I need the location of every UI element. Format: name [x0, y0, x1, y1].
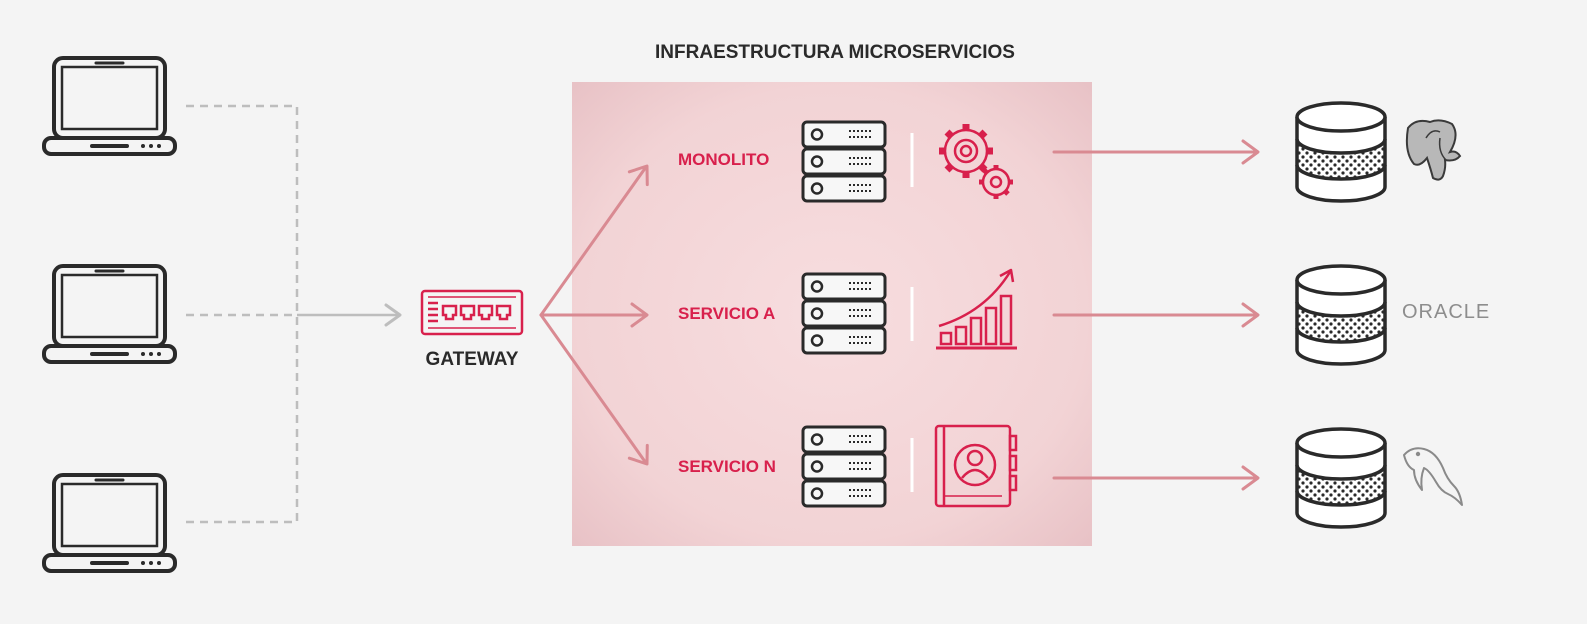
service-label-servicio-a: SERVICIO A [678, 304, 776, 323]
laptop-icon [42, 264, 177, 364]
server-icon [801, 425, 887, 508]
gateway-fanout-arrows [539, 165, 648, 465]
server-icon [801, 120, 887, 203]
service-label-monolito: MONOLITO [678, 150, 770, 169]
server-icon [801, 272, 887, 355]
client-connector-lines [186, 104, 299, 524]
database-icon [1295, 264, 1387, 366]
gateway-label: GATEWAY [425, 349, 519, 370]
gears-icon [939, 124, 1013, 199]
laptop-icon [42, 473, 177, 573]
service-to-db-arrows [1052, 150, 1257, 480]
contact-book-icon [934, 424, 1018, 508]
oracle-logo: ORACLE [1402, 301, 1491, 323]
laptop-icon [42, 56, 177, 156]
postgresql-elephant-icon [1405, 119, 1462, 181]
growth-chart-icon [936, 268, 1017, 350]
diagram-title: INFRAESTRUCTURA MICROSERVICIOS [655, 42, 1015, 63]
database-icon [1295, 427, 1387, 529]
mysql-dolphin-icon [1403, 447, 1463, 506]
gateway-switch-icon [420, 289, 524, 336]
database-icon [1295, 101, 1387, 203]
service-label-servicio-n: SERVICIO N [678, 457, 776, 476]
